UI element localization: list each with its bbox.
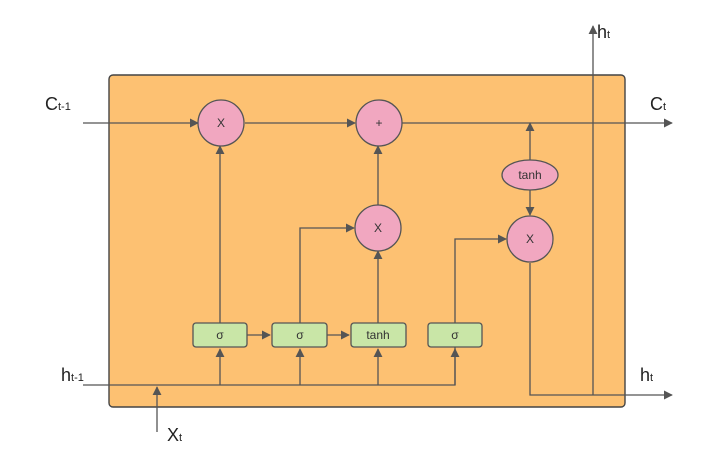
h-next-right-label: ht [640,365,653,385]
candidate-gate-label: tanh [366,328,389,342]
output-gate-to-multiply [454,234,507,323]
forget-gate-label: σ [216,328,224,342]
h-next-top-label: ht [597,22,610,42]
input-gate-box: σ [271,322,328,348]
cell-tanh-label: tanh [518,168,541,182]
input-gate-label: σ [296,328,304,342]
cell-add-label: + [375,116,382,130]
c-prev-label: Ct-1 [45,94,71,114]
h-prev-label: ht-1 [61,365,84,385]
cell-add-node: + [355,99,403,147]
forget-multiply-label: X [217,116,225,130]
forget-gate-box: σ [192,322,248,348]
input-gate-to-multiply [299,223,355,323]
cell-tanh-node: tanh [501,159,559,191]
x-input-label: Xt [167,425,182,445]
input-multiply-label: X [374,221,382,235]
output-multiply-node: X [506,215,554,263]
output-multiply-label: X [526,232,534,246]
forget-multiply-node: X [197,99,245,147]
c-next-label: Ct [650,94,666,114]
input-multiply-node: X [354,204,402,252]
output-gate-label: σ [451,328,459,342]
candidate-gate-box: tanh [350,322,407,348]
hidden-out-line [529,263,673,400]
output-gate-box: σ [427,322,483,348]
